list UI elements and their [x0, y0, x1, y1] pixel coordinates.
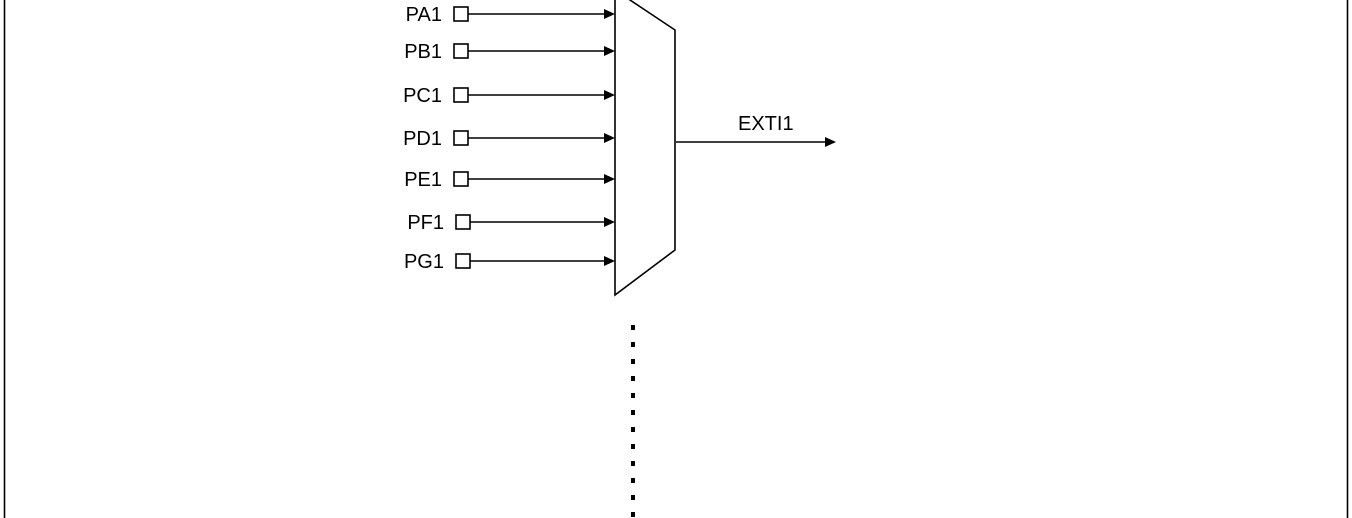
dot: [631, 342, 635, 347]
input-pa1: PA1: [406, 4, 615, 26]
input-arrowhead: [604, 9, 615, 19]
continuation-dots: [631, 325, 635, 517]
dot: [631, 393, 635, 398]
dot: [631, 461, 635, 466]
input-pe1: PE1: [404, 169, 615, 191]
dot: [631, 410, 635, 415]
dot: [631, 478, 635, 483]
input-pc1: PC1: [403, 85, 615, 107]
dot: [631, 427, 635, 432]
pin-square: [455, 214, 471, 230]
input-label: PE1: [404, 169, 442, 191]
pin-square: [453, 43, 469, 59]
dot: [631, 512, 635, 517]
pin-square: [455, 253, 471, 269]
input-arrowhead: [604, 256, 615, 266]
input-label: PB1: [404, 41, 442, 63]
input-pd1: PD1: [403, 128, 615, 150]
dot: [631, 359, 635, 364]
input-arrowhead: [604, 46, 615, 56]
pin-square: [453, 130, 469, 146]
input-arrowhead: [604, 133, 615, 143]
input-pf1: PF1: [407, 212, 615, 234]
input-pb1: PB1: [404, 41, 615, 63]
dot: [631, 325, 635, 330]
input-label: PA1: [406, 4, 442, 26]
dot: [631, 495, 635, 500]
input-arrowhead: [604, 90, 615, 100]
output-line-group: EXTI1: [676, 113, 836, 147]
dot: [631, 376, 635, 381]
dot: [631, 444, 635, 449]
output-arrowhead: [825, 137, 836, 147]
input-arrowhead: [604, 217, 615, 227]
input-label: PG1: [404, 251, 444, 273]
input-arrowhead: [604, 174, 615, 184]
input-pg1: PG1: [404, 251, 615, 273]
multiplexer-block: [614, 0, 676, 297]
input-label: PC1: [403, 85, 442, 107]
input-label: PD1: [403, 128, 442, 150]
pin-square: [453, 171, 469, 187]
pin-square: [453, 6, 469, 22]
output-label: EXTI1: [738, 113, 794, 135]
input-label: PF1: [407, 212, 444, 234]
pin-square: [453, 87, 469, 103]
